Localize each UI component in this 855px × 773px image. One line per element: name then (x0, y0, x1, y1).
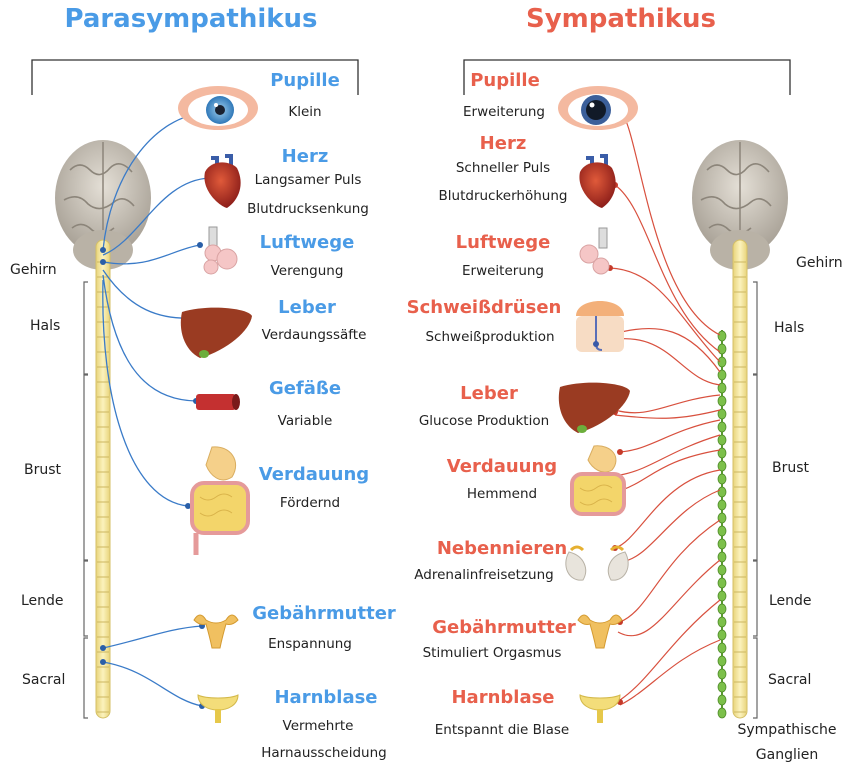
ganglion (718, 656, 726, 666)
sym-gebaermutter-label: Gebährmutter (432, 617, 576, 638)
ganglion (718, 630, 726, 640)
sym-verdauung-label: Verdauung (447, 456, 557, 477)
para-verdauung-effect: Fördernd (280, 495, 340, 511)
sym-region-lende: Lende (769, 593, 812, 609)
sym-schweissdruesen-label: Schweißdrüsen (407, 297, 562, 318)
para-pupille-effect: Klein (288, 104, 321, 120)
parasympathetic-title: Parasympathikus (64, 4, 317, 34)
airways-icon (580, 228, 609, 274)
ganglion (718, 448, 726, 458)
ganglion (718, 396, 726, 406)
sym-nebennieren-label: Nebennieren (437, 538, 567, 559)
para-harnblase-effect-1: Vermehrte (283, 718, 354, 734)
sym-pupille-label: Pupille (470, 70, 540, 91)
para-gefaesse-label: Gefäße (269, 378, 341, 399)
para-luftwege-effect: Verengung (271, 263, 344, 279)
para-herz-effect-1: Langsamer Puls (255, 172, 362, 188)
sym-region-sacral: Sacral (768, 672, 811, 688)
left-region-brackets (84, 282, 88, 718)
para-pupille-label: Pupille (270, 70, 340, 91)
blood-vessel-icon (196, 394, 240, 410)
sym-luftwege-label: Luftwege (456, 232, 551, 253)
ganglion (718, 344, 726, 354)
sym-gebaermutter-effect: Stimuliert Orgasmus (423, 645, 562, 661)
ganglion (718, 565, 726, 575)
sym-schweissdruesen-effect: Schweißproduktion (425, 329, 554, 345)
ganglion (718, 617, 726, 627)
ganglion (718, 435, 726, 445)
right-region-brackets (753, 282, 757, 718)
ganglion (718, 331, 726, 341)
digestion-icon (192, 447, 248, 555)
ganglion (718, 474, 726, 484)
ganglion (718, 487, 726, 497)
sym-pupille-effect: Erweiterung (463, 104, 545, 120)
sympathetic-ganglia-chain (718, 330, 726, 718)
sym-nebennieren-effect: Adrenalinfreisetzung (414, 567, 553, 583)
para-region-brust: Brust (24, 462, 61, 478)
heart-icon (579, 156, 615, 208)
para-herz-effect-2: Blutdrucksenkung (247, 201, 369, 217)
adrenal-gland-icon (566, 547, 628, 580)
bladder-icon (580, 695, 620, 723)
sym-region-gehirn: Gehirn (796, 255, 843, 271)
airways-icon (204, 227, 237, 274)
sym-region-brust: Brust (772, 460, 809, 476)
ganglion (718, 591, 726, 601)
ganglion (718, 422, 726, 432)
sym-verdauung-effect: Hemmend (467, 486, 537, 502)
ganglion (718, 708, 726, 718)
para-herz-label: Herz (282, 146, 329, 167)
sym-harnblase-label: Harnblase (451, 687, 554, 708)
ganglion (718, 539, 726, 549)
para-harnblase-effect-2: Harnausscheidung (261, 745, 386, 761)
ganglion (718, 461, 726, 471)
ganglion (718, 513, 726, 523)
sym-region-hals: Hals (774, 320, 804, 336)
para-luftwege-label: Luftwege (260, 232, 355, 253)
uterus-icon (578, 615, 622, 648)
liver-icon (181, 308, 252, 358)
ganglion (718, 669, 726, 679)
heart-icon (204, 156, 240, 208)
ganglion (718, 682, 726, 692)
ganglia-label-1: Sympathische (737, 722, 836, 738)
sweat-gland-icon (576, 301, 624, 352)
para-gebaermutter-label: Gebährmutter (252, 603, 396, 624)
right-spinal-cord (733, 240, 747, 718)
eye-icon (558, 86, 638, 130)
para-harnblase-label: Harnblase (274, 687, 377, 708)
uterus-icon (194, 615, 238, 648)
sym-herz-effect-1: Schneller Puls (456, 160, 550, 176)
para-verdauung-label: Verdauung (259, 464, 369, 485)
sympathetic-title: Sympathikus (526, 4, 716, 34)
sym-herz-label: Herz (480, 133, 527, 154)
eye-icon (178, 86, 258, 130)
para-region-sacral: Sacral (22, 672, 65, 688)
para-gebaermutter-effect: Enspannung (268, 636, 352, 652)
ganglion (718, 526, 726, 536)
sym-leber-label: Leber (460, 383, 518, 404)
liver-icon (559, 383, 630, 433)
sym-herz-effect-2: Blutdruckerhöhung (439, 188, 568, 204)
para-region-lende: Lende (21, 593, 64, 609)
para-gefaesse-effect: Variable (278, 413, 333, 429)
para-region-gehirn: Gehirn (10, 262, 57, 278)
sym-harnblase-effect: Entspannt die Blase (435, 722, 570, 738)
bladder-icon (198, 695, 238, 723)
ganglia-label-2: Ganglien (756, 747, 818, 763)
digestion-icon (572, 446, 624, 514)
sym-leber-effect: Glucose Produktion (419, 413, 549, 429)
para-region-hals: Hals (30, 318, 60, 334)
ganglion (718, 578, 726, 588)
para-leber-label: Leber (278, 297, 336, 318)
sym-luftwege-effect: Erweiterung (462, 263, 544, 279)
ganglion (718, 643, 726, 653)
ganglion (718, 695, 726, 705)
para-leber-effect: Verdaungssäfte (262, 327, 367, 343)
ganglion (718, 604, 726, 614)
ganglion (718, 500, 726, 510)
